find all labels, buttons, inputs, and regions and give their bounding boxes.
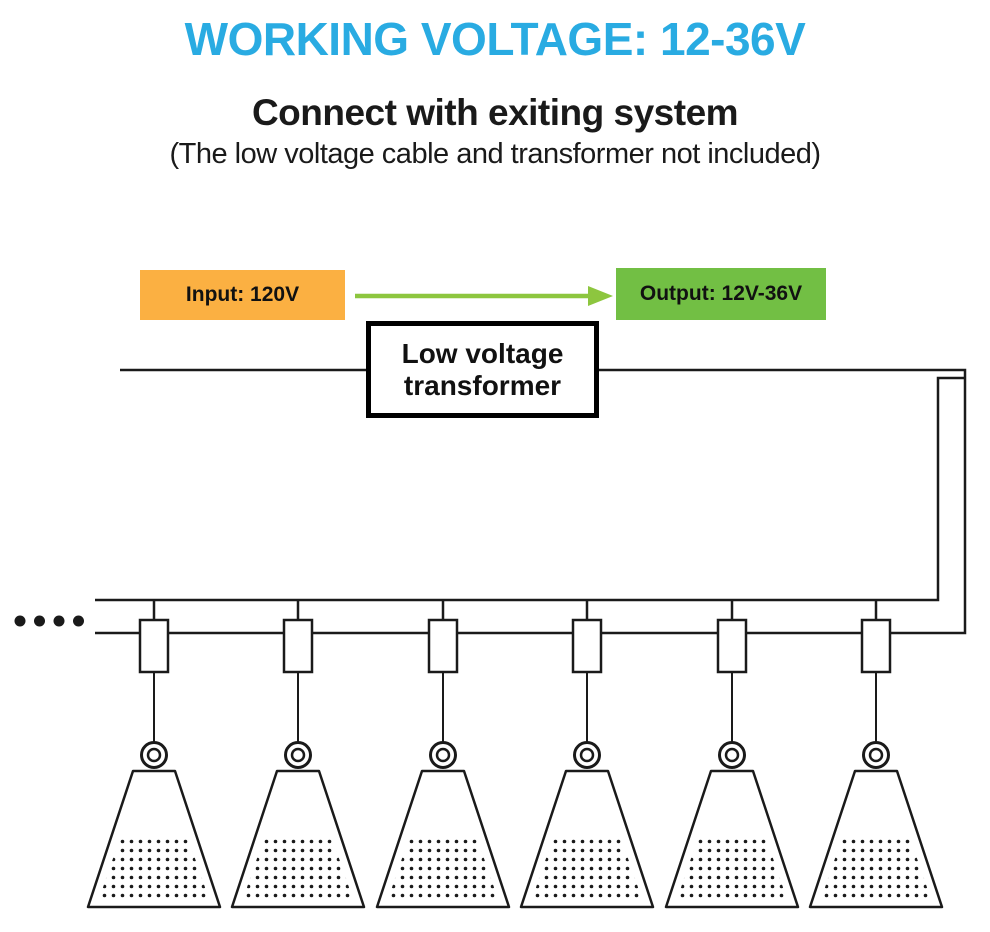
subtitle: Connect with exiting system <box>251 92 739 133</box>
pendant-light <box>664 598 800 909</box>
pendant-light <box>519 598 655 909</box>
pendant-light <box>230 598 366 909</box>
transformer-label-line1: Low voltage <box>401 338 564 370</box>
output-voltage-box: Output: 12V-36V <box>616 268 826 320</box>
pendant-light <box>375 598 511 909</box>
input-voltage-box: Input: 120V <box>140 270 345 320</box>
output-voltage-label: Output: 12V-36V <box>639 282 803 305</box>
pendant-light <box>808 598 944 909</box>
page-title: WORKING VOLTAGE: 12-36V <box>184 13 806 65</box>
flow-arrow-icon <box>355 286 613 306</box>
continuation-dots <box>14 615 84 627</box>
pendant-light <box>86 598 222 909</box>
transformer-label-line2: transformer <box>403 369 562 401</box>
input-voltage-label: Input: 120V <box>185 283 300 306</box>
conductor-return <box>95 376 965 602</box>
transformer-box: Low voltage transformer <box>366 321 599 418</box>
note-text: (The low voltage cable and transformer n… <box>169 138 821 170</box>
